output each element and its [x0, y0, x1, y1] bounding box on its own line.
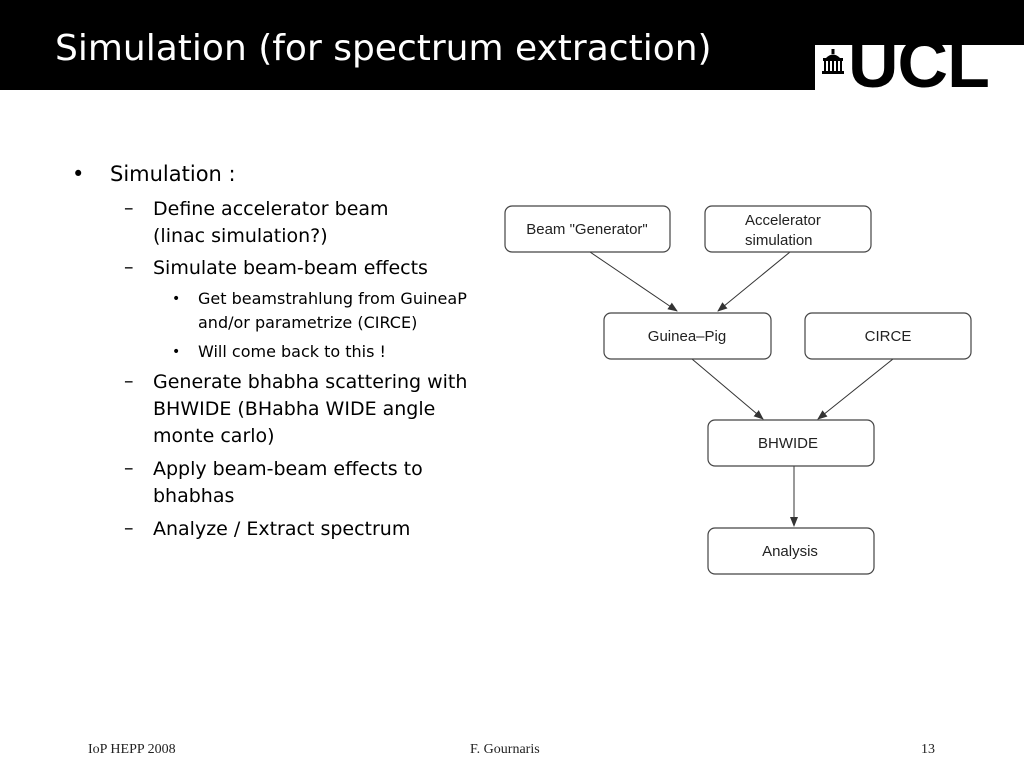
arrow-circe-to-bhwide — [817, 358, 894, 420]
node-label: CIRCE — [865, 328, 912, 345]
item-line: bhabhas — [153, 485, 235, 507]
node-guinea-pig: Guinea–Pig — [603, 312, 772, 360]
dash-marker: – — [124, 370, 134, 392]
node-analysis: Analysis — [707, 527, 875, 575]
node-label: Guinea–Pig — [648, 328, 726, 345]
node-label: Analysis — [762, 543, 818, 560]
sub-list-item: Get beamstrahlung from GuineaP and/or pa… — [198, 287, 467, 335]
subitem-line: Get beamstrahlung from GuineaP — [198, 289, 467, 308]
node-label: Beam "Generator" — [526, 221, 648, 238]
item-line: monte carlo) — [153, 425, 275, 447]
bullet-simulation: Simulation : — [110, 162, 236, 186]
item-line: (linac simulation?) — [153, 225, 328, 247]
footer-author: F. Gournaris — [470, 742, 540, 757]
node-circe: CIRCE — [804, 312, 972, 360]
footer-conference: IoP HEPP 2008 — [88, 742, 176, 757]
arrow-accel-to-guinea — [717, 251, 791, 312]
list-item: Analyze / Extract spectrum — [153, 516, 410, 543]
node-accelerator-simulation: Accelerator simulation — [704, 205, 872, 253]
item-line: BHWIDE (BHabha WIDE angle — [153, 398, 436, 420]
node-label: BHWIDE — [758, 435, 818, 452]
dash-marker: – — [124, 256, 134, 278]
item-line: Define accelerator beam — [153, 198, 389, 220]
dash-marker: – — [124, 457, 134, 479]
slide-title: Simulation (for spectrum extraction) — [55, 28, 712, 69]
sub-bullet-marker: • — [172, 344, 181, 360]
subitem-line: and/or parametrize (CIRCE) — [198, 313, 418, 332]
arrow-beam-to-guinea — [589, 251, 678, 312]
item-line: Analyze / Extract spectrum — [153, 518, 411, 540]
node-label: Accelerator — [745, 212, 821, 229]
footer-page-number: 13 — [921, 742, 935, 757]
list-item: Apply beam-beam effects to bhabhas — [153, 456, 423, 510]
arrow-guinea-to-bhwide — [691, 358, 764, 420]
ucl-logo — [815, 45, 1024, 95]
logo-text: UCL — [848, 24, 990, 102]
sub-bullet-marker: • — [172, 291, 181, 307]
portico-icon — [822, 49, 844, 74]
node-bhwide: BHWIDE — [707, 419, 875, 467]
subitem-line: Will come back to this ! — [198, 342, 386, 361]
node-beam-generator: Beam "Generator" — [504, 205, 671, 253]
list-item: Generate bhabha scattering with BHWIDE (… — [153, 369, 467, 450]
bullet-marker: • — [72, 162, 85, 186]
item-line: Apply beam-beam effects to — [153, 458, 423, 480]
bullet-list: • Simulation : – Define accelerator beam… — [0, 0, 520, 600]
dash-marker: – — [124, 517, 134, 539]
item-line: Generate bhabha scattering with — [153, 371, 468, 393]
list-item: Simulate beam-beam effects — [153, 255, 428, 282]
node-label: simulation — [745, 232, 813, 249]
item-line: Simulate beam-beam effects — [153, 257, 428, 279]
sub-list-item: Will come back to this ! — [198, 340, 386, 364]
dash-marker: – — [124, 197, 134, 219]
list-item: Define accelerator beam (linac simulatio… — [153, 196, 389, 250]
